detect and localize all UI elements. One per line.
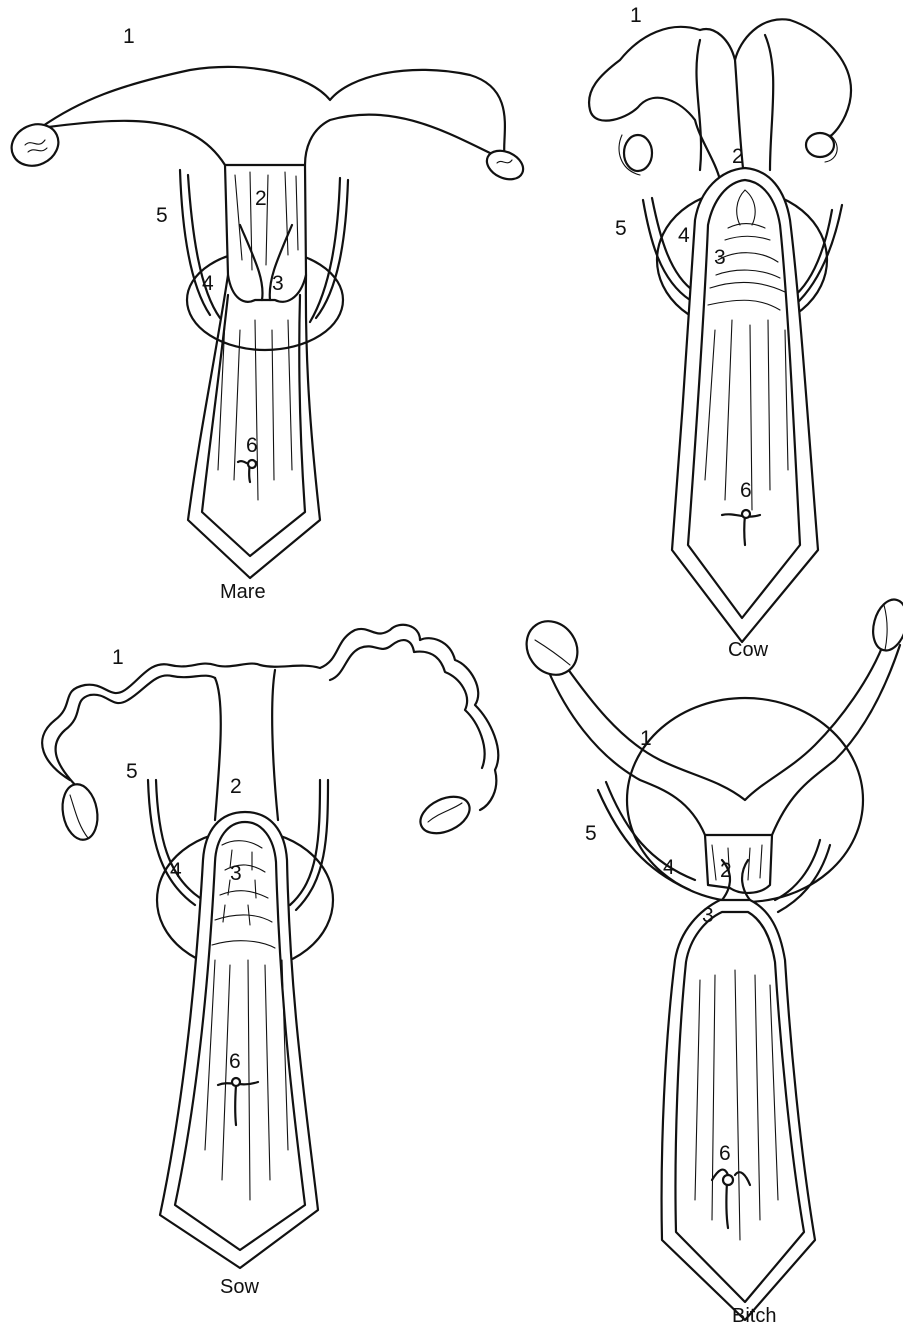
- sow-ovary-left: [58, 781, 101, 842]
- panel-bitch: 1 2 3 4 5 6 Bitch: [516, 596, 903, 1327]
- cow-ovary-right: [806, 133, 834, 157]
- mare-ligament-left: [180, 170, 220, 318]
- mare-label-3: 3: [272, 272, 284, 295]
- sow-label-1: 1: [112, 646, 124, 669]
- cow-label-3: 3: [714, 246, 726, 269]
- bitch-label-3: 3: [702, 904, 714, 927]
- sow-ligament-right: [290, 780, 328, 910]
- cow-label-4: 4: [678, 224, 690, 247]
- bitch-label-4: 4: [663, 856, 675, 879]
- panel-sow: 1 2 3 4 5 6 Sow: [42, 625, 498, 1298]
- mare-ovary-right: [482, 145, 527, 185]
- cow-vagina: [672, 168, 818, 642]
- bitch-uterine-horns: [548, 640, 900, 835]
- mare-label-5: 5: [156, 204, 168, 227]
- bitch-uterine-body: [705, 835, 772, 893]
- sow-label-4: 4: [170, 859, 182, 882]
- bitch-label-6: 6: [719, 1142, 731, 1165]
- panel-cow: 1 2 3 4 5 6 Cow: [589, 4, 851, 661]
- mare-uterine-body: [225, 165, 306, 302]
- sow-label-3: 3: [230, 862, 242, 885]
- sow-label-6: 6: [229, 1050, 241, 1073]
- bitch-ligament-left: [598, 782, 695, 890]
- bitch-ovary-left: [516, 611, 587, 684]
- bitch-label-5: 5: [585, 822, 597, 845]
- cow-label-2: 2: [732, 145, 744, 168]
- cow-label-1: 1: [630, 4, 642, 27]
- mare-label-4: 4: [202, 272, 214, 295]
- sow-ovary-right: [415, 790, 476, 841]
- sow-ligament-left: [148, 780, 200, 905]
- mare-label-2: 2: [255, 187, 267, 210]
- cow-ligament-right: [792, 205, 842, 305]
- mare-label-6: 6: [246, 434, 258, 457]
- bitch-label-1: 1: [640, 727, 652, 750]
- cow-caption: Cow: [728, 639, 769, 661]
- mare-caption: Mare: [220, 581, 266, 603]
- sow-label-2: 2: [230, 775, 242, 798]
- cow-label-6: 6: [740, 479, 752, 502]
- bitch-ligament-right: [775, 840, 830, 912]
- sow-label-5: 5: [126, 760, 138, 783]
- cow-ligament-left: [643, 198, 695, 300]
- cow-ovary-left: [624, 135, 652, 171]
- bitch-label-2: 2: [720, 859, 732, 882]
- sow-uterine-horns: [42, 625, 498, 810]
- bitch-caption: Bitch: [732, 1305, 776, 1327]
- sow-caption: Sow: [220, 1276, 259, 1298]
- mare-uterine-horns: [40, 67, 505, 165]
- mare-label-1: 1: [123, 25, 135, 48]
- cow-label-5: 5: [615, 217, 627, 240]
- panel-mare: 1 2 3 4 5 6 Mare: [5, 25, 528, 603]
- bitch-vagina: [662, 900, 815, 1320]
